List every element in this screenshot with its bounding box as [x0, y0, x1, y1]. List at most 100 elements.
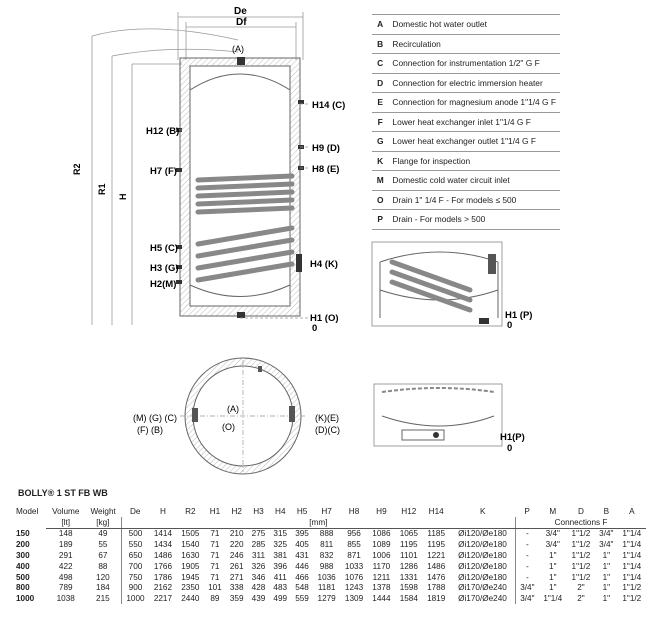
header-h12: H12: [401, 506, 417, 516]
model-cell: 400: [16, 561, 30, 571]
table-cell: 811: [320, 540, 334, 550]
table-cell: -: [525, 540, 529, 550]
label-h1: H1 (O): [310, 313, 339, 324]
table-cell: 1036: [317, 572, 336, 582]
header-weight: Weight: [90, 506, 116, 516]
table-cell: 271: [229, 572, 244, 582]
table-cell: 3/4": [599, 529, 614, 539]
label-h4: H4 (K): [310, 259, 338, 270]
plan-label-left2: (F) (B): [137, 425, 163, 435]
table-cell: 1286: [399, 561, 418, 571]
unit-mm: [mm]: [121, 516, 517, 529]
table-cell: 1486: [427, 561, 446, 571]
table-cell: -: [525, 572, 529, 582]
legend-text: Drain 1" 1/4 F - For models ≤ 500: [388, 189, 560, 210]
table-cell: 1033: [344, 561, 364, 571]
legend-key: C: [372, 53, 389, 73]
table-cell: 1"1/2: [622, 583, 642, 593]
model-cell: 300: [16, 551, 30, 561]
table-cell: 1598: [399, 583, 418, 593]
table-cell: 1766: [153, 561, 173, 571]
table-cell: Øi120/Øe180: [449, 560, 517, 572]
table-cell: 550: [128, 540, 143, 550]
legend-text: Connection for magnesium anode 1"1/4 G F: [388, 92, 560, 112]
table-cell: 2": [577, 594, 585, 604]
plan-view: [180, 357, 306, 475]
table-cell: Øi120/Øe180: [449, 539, 517, 551]
table-cell: 1378: [372, 583, 391, 593]
header-k: K: [479, 506, 486, 516]
table-cell: 1444: [372, 594, 391, 604]
h-label: H: [118, 194, 128, 201]
table-cell: 446: [295, 561, 309, 571]
table-cell: 498: [58, 572, 73, 582]
legend-key: K: [372, 150, 389, 171]
table-cell: 2440: [181, 594, 200, 604]
table-cell: 2162: [153, 583, 173, 593]
r2-label: R2: [72, 163, 82, 175]
spec-table: Model Volume Weight De H R2 H1 H2 H3 H4 …: [14, 506, 646, 605]
table-cell: 67: [85, 550, 122, 561]
product-title: BOLLY® 1 ST FB WB: [18, 488, 108, 498]
label-h2: H2(M): [150, 279, 176, 290]
table-cell: 49: [85, 528, 122, 540]
header-r2: R2: [185, 506, 196, 516]
plan-label-left1: (M) (G) (C): [133, 413, 177, 423]
table-cell: 405: [295, 540, 309, 550]
legend-key: P: [372, 209, 389, 230]
plan-label-a: (A): [227, 404, 239, 414]
table-cell: 789: [58, 583, 73, 593]
table-cell: 215: [85, 593, 122, 605]
table-cell: 1786: [153, 572, 173, 582]
table-cell: 956: [347, 529, 361, 539]
table-cell: 1"1/4: [622, 561, 642, 571]
table-cell: 2217: [153, 594, 173, 604]
table-cell: Øi120/Øe180: [449, 571, 517, 583]
table-cell: 1"1/2: [622, 594, 642, 604]
table-cell: 1089: [372, 540, 391, 550]
unit-connections: Connections F: [515, 516, 646, 529]
table-cell: 1630: [181, 551, 200, 561]
table-cell: 1": [549, 572, 557, 582]
table-cell: 1": [549, 561, 557, 571]
label-a-top: (A): [232, 44, 244, 54]
table-cell: 1"1/4: [622, 540, 642, 550]
header-volume: Volume: [52, 506, 80, 516]
table-cell: 700: [128, 561, 143, 571]
table-cell: 395: [295, 529, 309, 539]
table-cell: 428: [251, 583, 266, 593]
table-cell: 381: [273, 551, 288, 561]
legend-key: B: [372, 33, 389, 54]
table-cell: 1185: [427, 529, 445, 539]
header-d: D: [577, 506, 584, 516]
table-cell: 3/4": [520, 594, 535, 604]
table-cell: 326: [251, 561, 266, 571]
table-cell: 1"1/4: [622, 572, 642, 582]
table-cell: 1476: [427, 572, 446, 582]
table-cell: 359: [229, 594, 244, 604]
model-cell: 800: [16, 583, 30, 593]
label-zero: 0: [312, 323, 317, 334]
table-cell: 3/4": [545, 540, 560, 550]
table-cell: 1": [602, 551, 611, 561]
table-cell: 101: [208, 583, 222, 593]
header-p: P: [524, 506, 530, 516]
plan-label-right2: (D)(C): [315, 425, 340, 435]
table-cell: 1": [602, 594, 611, 604]
table-cell: 1331: [399, 572, 418, 582]
header-m: M: [549, 506, 557, 516]
table-cell: -: [525, 551, 529, 561]
table-cell: 422: [58, 561, 73, 571]
table-cell: 1"1/2: [571, 561, 591, 571]
header-b: B: [603, 506, 610, 516]
table-cell: 1": [602, 572, 611, 582]
